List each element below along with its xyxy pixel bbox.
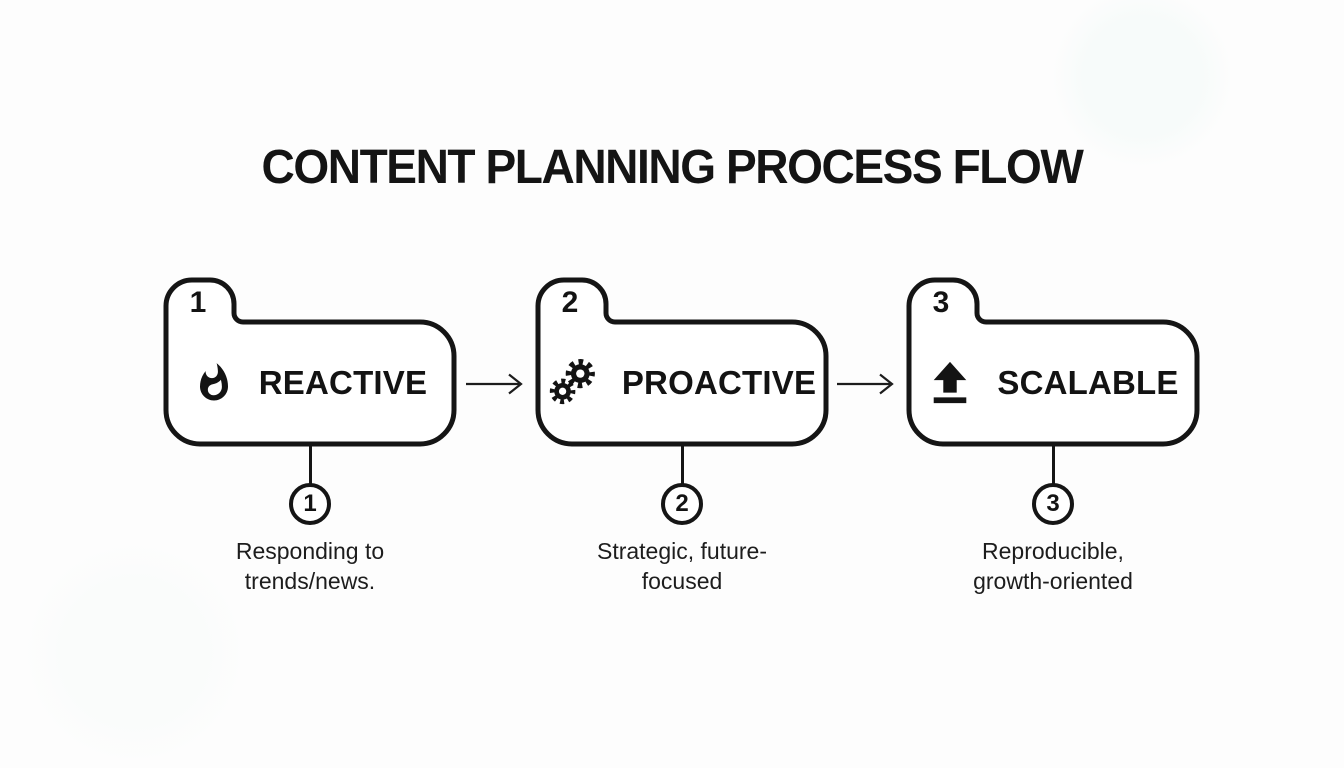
stage-label: PROACTIVE [621, 364, 817, 401]
stage-marker: 2 [661, 483, 703, 525]
stage-label: SCALABLE [997, 364, 1179, 401]
stage-marker: 1 [289, 483, 331, 525]
stage-tab-number: 1 [189, 286, 207, 319]
folder-card-shape [535, 277, 829, 447]
stage-description: Reproducible, growth-oriented [973, 538, 1133, 594]
right-arrow-icon [466, 373, 523, 395]
gears-icon [549, 359, 595, 405]
stage-tab-number: 2 [561, 286, 579, 319]
vertical-line [1052, 444, 1055, 484]
stage-description: Responding to trends/news. [235, 538, 385, 594]
right-arrow-icon [837, 373, 894, 395]
vertical-line [681, 444, 684, 484]
stage-label: REACTIVE [258, 364, 428, 401]
folder-card-shape [906, 277, 1200, 447]
flame-icon [199, 363, 228, 401]
stage-description: Strategic, future-focused [596, 538, 768, 594]
stage-tab-number: 3 [932, 286, 950, 319]
page-title: CONTENT PLANNING PROCESS FLOW [261, 141, 1084, 194]
stage-scalable: 3 SCALABLE 3 Reproducible, growth-orient… [906, 277, 1200, 617]
upload-icon [934, 361, 967, 404]
stage-proactive: 2 PROACTIVE 2 Strategic, future-focused [535, 277, 829, 617]
folder-card-shape [163, 277, 457, 447]
stage-reactive: 1 REACTIVE 1 Responding to trends/news. [163, 277, 457, 617]
vertical-line [309, 444, 312, 484]
stage-marker: 3 [1032, 483, 1074, 525]
